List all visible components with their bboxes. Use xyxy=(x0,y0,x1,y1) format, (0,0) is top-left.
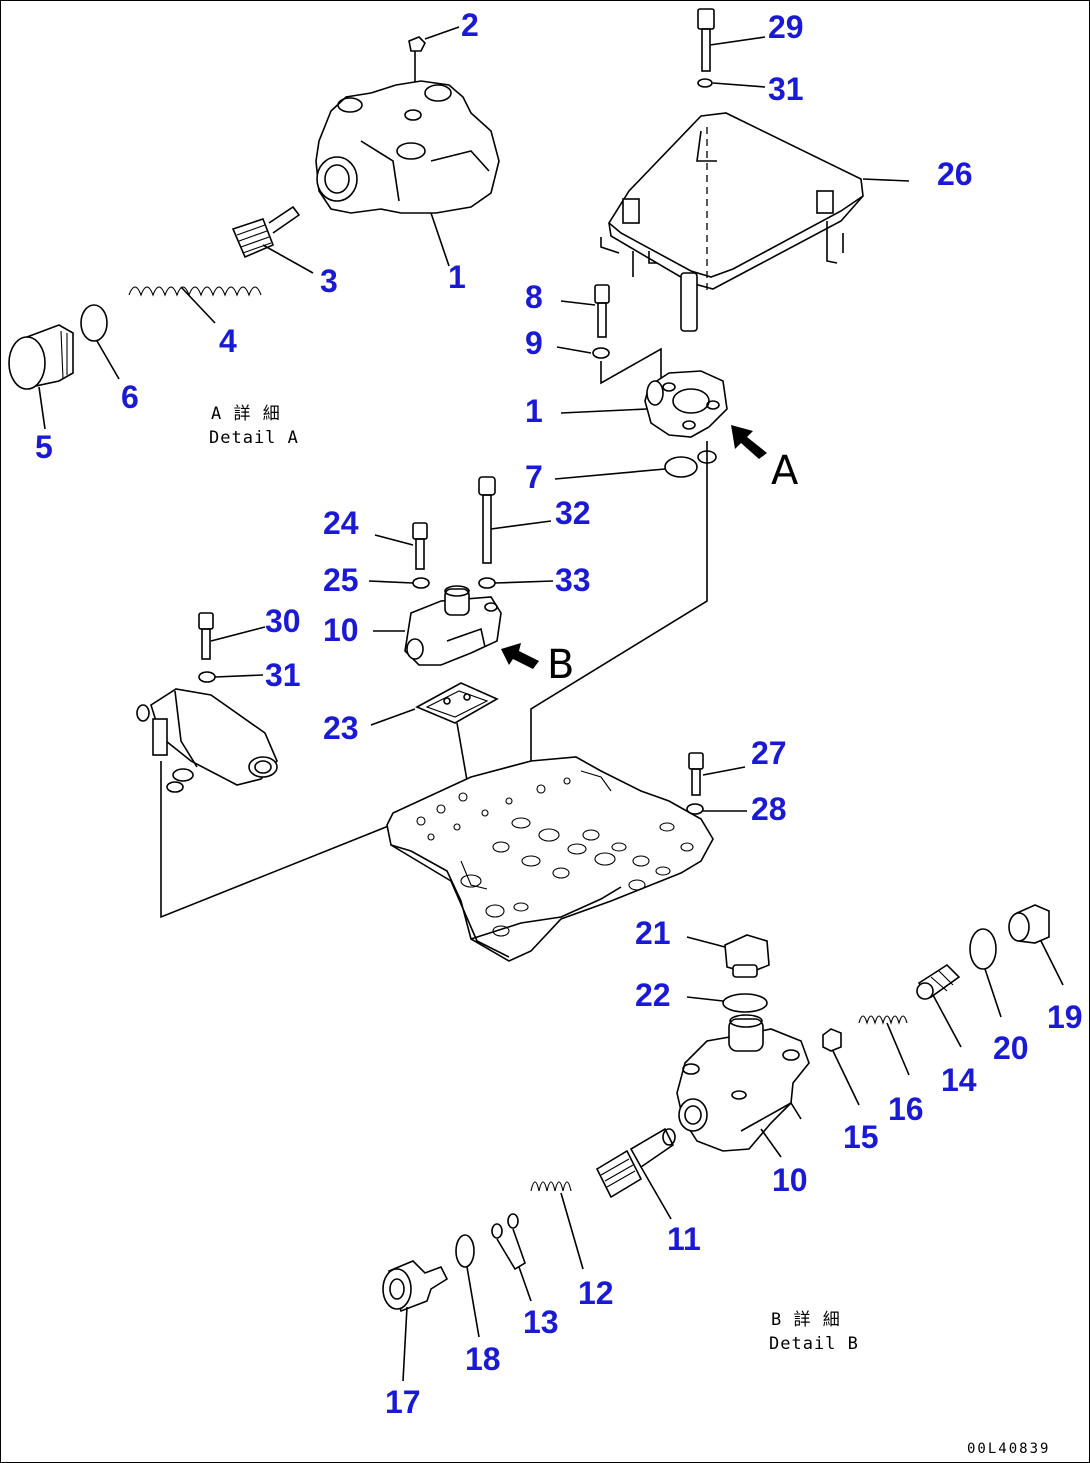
detail-a-assembly xyxy=(8,26,500,430)
detail-a-note-jp: A 詳 細 xyxy=(211,404,281,424)
callout-14: 14 xyxy=(941,1062,977,1098)
callout-28: 28 xyxy=(751,791,787,827)
callout-29: 29 xyxy=(768,9,804,45)
callout-20: 20 xyxy=(993,1030,1029,1066)
view-marker-a: A xyxy=(771,448,799,494)
callout-21: 21 xyxy=(635,915,671,951)
callout-19: 19 xyxy=(1047,999,1083,1035)
callout-32: 32 xyxy=(555,495,591,531)
callout-25: 25 xyxy=(323,562,359,598)
detail-b-note-en: Detail B xyxy=(769,1334,859,1354)
callout-1: 1 xyxy=(448,259,466,295)
callout-10: 10 xyxy=(323,612,359,648)
callout-3: 3 xyxy=(320,263,338,299)
callout-1: 1 xyxy=(525,393,543,429)
callout-6: 6 xyxy=(121,379,139,415)
callout-18: 18 xyxy=(465,1341,501,1377)
callout-30: 30 xyxy=(265,603,301,639)
view-marker-b: B xyxy=(547,642,575,688)
valve-10-assembly xyxy=(368,476,554,862)
pressure-valve-1 xyxy=(530,284,767,791)
callout-26: 26 xyxy=(937,156,973,192)
valve-plate xyxy=(386,752,747,962)
callout-2: 2 xyxy=(461,7,479,43)
callout-31: 31 xyxy=(768,71,804,107)
detail-a-note-en: Detail A xyxy=(209,428,299,448)
callout-4: 4 xyxy=(219,323,237,359)
drawing-code: 00L40839 xyxy=(967,1441,1051,1457)
callout-27: 27 xyxy=(751,735,787,771)
callout-9: 9 xyxy=(525,325,543,361)
callout-16: 16 xyxy=(888,1091,924,1127)
callout-13: 13 xyxy=(523,1304,559,1340)
callout-10: 10 xyxy=(772,1162,808,1198)
callout-11: 11 xyxy=(667,1221,701,1257)
callout-23: 23 xyxy=(323,710,359,746)
callout-22: 22 xyxy=(635,977,671,1013)
callout-24: 24 xyxy=(323,505,359,541)
callout-33: 33 xyxy=(555,562,591,598)
detail-b-assembly xyxy=(382,904,1064,1382)
solenoid-assembly xyxy=(136,612,392,919)
detail-b-note-jp: B 詳 細 xyxy=(771,1310,841,1330)
callout-5: 5 xyxy=(35,429,53,465)
callout-15: 15 xyxy=(843,1119,879,1155)
cover-assembly xyxy=(600,8,910,332)
callout-8: 8 xyxy=(525,279,543,315)
callout-12: 12 xyxy=(578,1275,614,1311)
callout-31: 31 xyxy=(265,657,301,693)
callout-17: 17 xyxy=(385,1384,421,1420)
callout-7: 7 xyxy=(525,459,543,495)
